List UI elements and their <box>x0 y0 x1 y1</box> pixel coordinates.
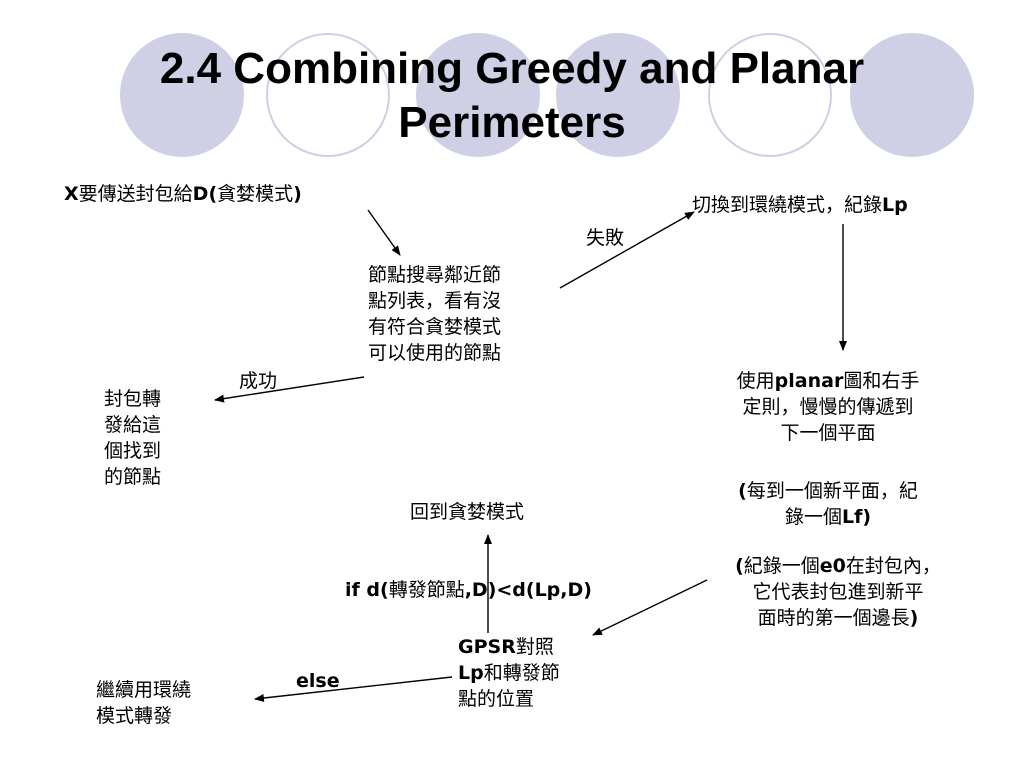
condition-label: if d(轉發節點,D)<d(Lp,D) <box>345 579 592 601</box>
decor-circle-1 <box>120 33 244 157</box>
node-switch: 切換到環繞模式，紀錄Lp <box>692 194 908 216</box>
edge-label-success: 成功 <box>239 370 278 392</box>
node-forward: 封包轉 發給這 個找到 的節點 <box>104 388 162 488</box>
edge-label-fail: 失敗 <box>586 227 625 249</box>
arrow-search-to-switch <box>559 211 695 289</box>
decor-circle-2 <box>266 33 390 157</box>
decor-circle-3 <box>416 33 540 157</box>
decor-circle-5 <box>708 33 832 157</box>
slide-title-line2: Perimeters <box>398 98 626 147</box>
decor-circle-6 <box>850 33 974 157</box>
node-planar: 使用planar圖和右手 定則，慢慢的傳遞到 下一個平面 <box>736 370 920 444</box>
node-gpsr: GPSR對照 Lp和轉發節 點的位置 <box>458 636 560 710</box>
slide-title-line1: 2.4 Combining Greedy and Planar <box>159 44 865 93</box>
node-record-lf: (每到一個新平面，紀 錄一個Lf) <box>738 480 918 528</box>
node-back-greedy: 回到貪婪模式 <box>410 501 525 523</box>
arrow-e0-to-gpsr <box>592 579 708 636</box>
arrow-gpsr-to-continue <box>254 676 453 702</box>
edge-label-else: else <box>296 670 340 692</box>
slide-title: 2.4 Combining Greedy and Planar Perimete… <box>80 42 944 150</box>
decor-circle-4 <box>556 33 680 157</box>
node-record-e0: (紀錄一個e0在封包內， 它代表封包進到新平 面時的第一個邊長) <box>735 555 941 629</box>
node-continue: 繼續用環繞 模式轉發 <box>96 679 192 727</box>
node-search: 節點搜尋鄰近節 點列表，看有沒 有符合貪婪模式 可以使用的節點 <box>368 264 502 364</box>
arrow-search-to-forward <box>214 376 365 403</box>
node-start: X要傳送封包給D(貪婪模式) <box>64 183 302 205</box>
arrow-start-to-search <box>367 209 401 256</box>
